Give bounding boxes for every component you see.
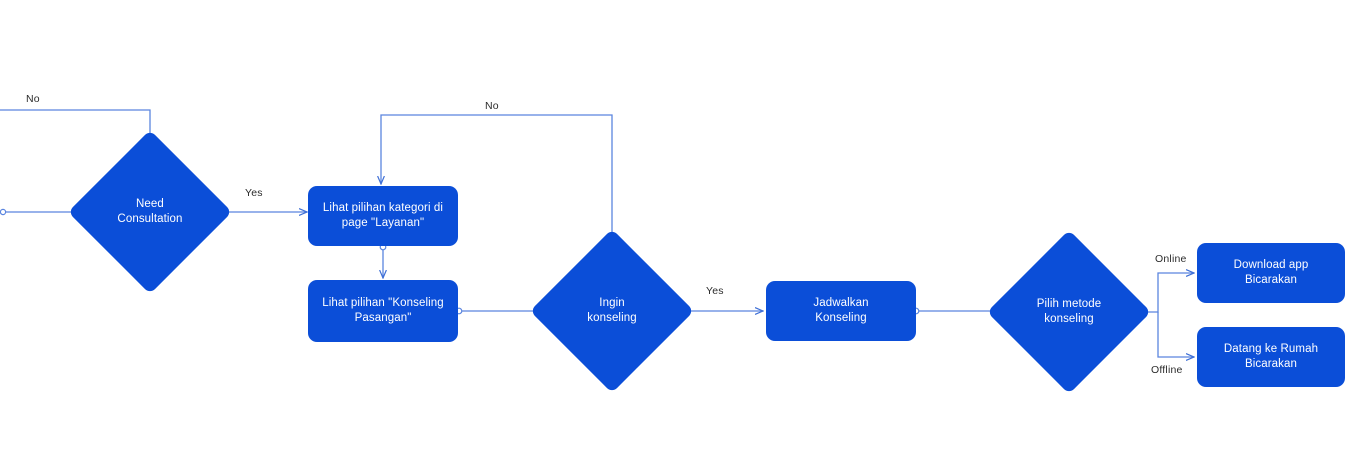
- node-label: Ingin konseling: [587, 297, 637, 324]
- node-label: Jadwalkan Konseling: [813, 297, 869, 324]
- edge-label-online: Online: [1155, 253, 1187, 265]
- node-need-consultation[interactable]: Need Consultation: [67, 129, 233, 295]
- edge-offline: [1157, 312, 1194, 357]
- node-label: Datang ke Rumah Bicarakan: [1223, 343, 1319, 370]
- node-label: Need Consultation: [117, 198, 183, 225]
- node-ingin-konseling[interactable]: Ingin konseling: [529, 228, 695, 394]
- edge-label-no-konseling: No: [485, 100, 499, 112]
- node-label: Lihat pilihan "Konseling Pasangan": [322, 297, 444, 324]
- node-label: Lihat pilihan kategori di page "Layanan": [322, 202, 444, 229]
- node-pilih-metode-konseling[interactable]: Pilih metode konseling: [986, 229, 1152, 395]
- node-lihat-konseling-pasangan[interactable]: Lihat pilihan "Konseling Pasangan": [308, 280, 458, 342]
- edge-label-offline: Offline: [1151, 364, 1183, 376]
- edge-label-yes-consultation: Yes: [245, 187, 263, 199]
- node-datang-ke-rumah[interactable]: Datang ke Rumah Bicarakan: [1197, 327, 1345, 387]
- node-download-app[interactable]: Download app Bicarakan: [1197, 243, 1345, 303]
- connector-dot-offscreen-left: [0, 208, 7, 216]
- edge-label-yes-konseling: Yes: [706, 285, 724, 297]
- edge-label-no-left: No: [26, 93, 40, 105]
- node-jadwalkan-konseling[interactable]: Jadwalkan Konseling: [766, 281, 916, 341]
- node-lihat-kategori[interactable]: Lihat pilihan kategori di page "Layanan": [308, 186, 458, 246]
- edge-no-left: [0, 109, 151, 155]
- node-label: Pilih metode konseling: [1036, 298, 1102, 325]
- node-label: Download app Bicarakan: [1233, 259, 1309, 286]
